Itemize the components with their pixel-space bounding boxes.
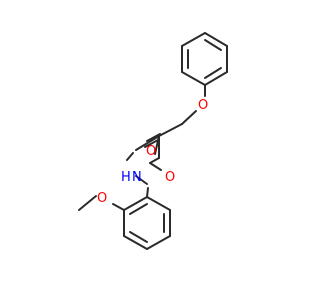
methoxy-group	[78, 195, 125, 211]
carbonyl-double-bond	[144, 133, 161, 148]
molecule-structure-diagram: O O O H N O	[78, 32, 228, 250]
phenoxy-propanoate-chain	[126, 84, 206, 164]
amine-nitrogen-label: N	[132, 170, 142, 185]
phenyl-ring-top	[181, 32, 228, 86]
ester-oxygen-label: O	[165, 170, 175, 185]
ester-amine-linkage	[135, 162, 162, 185]
methoxy-oxygen-label: O	[97, 191, 107, 206]
amine-hydrogen-label: H	[121, 170, 131, 185]
ether-oxygen-label: O	[198, 98, 208, 113]
methoxyphenyl-ring	[123, 187, 171, 250]
carbonyl-oxygen-label: O	[146, 144, 156, 159]
